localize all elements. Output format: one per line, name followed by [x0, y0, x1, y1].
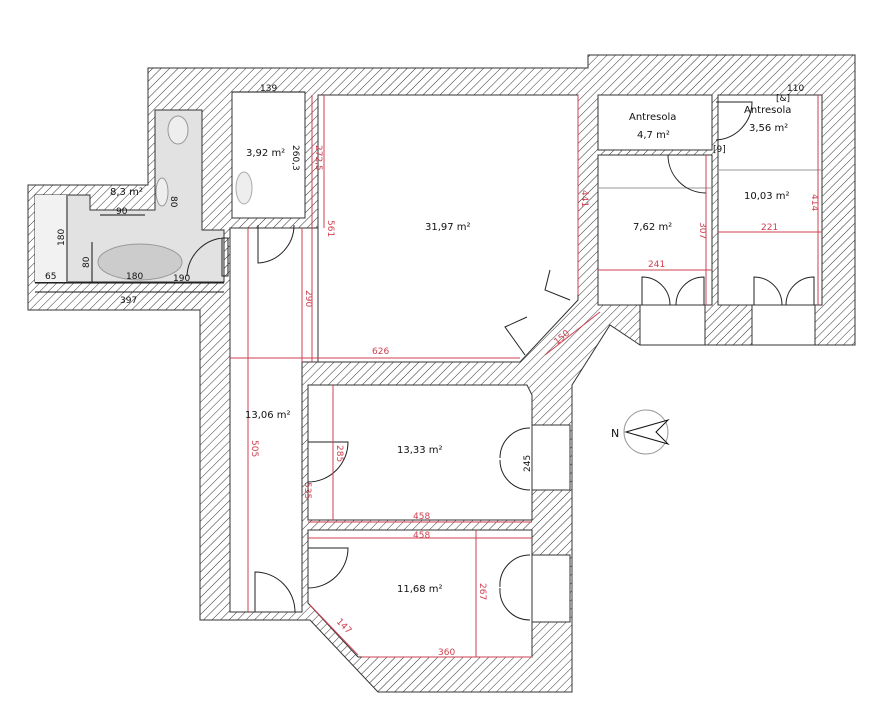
- dim-label: 267: [477, 583, 487, 600]
- dim-label: 80: [82, 256, 92, 268]
- dim-label: 414: [809, 194, 819, 211]
- dim-label: 272,5: [313, 145, 323, 171]
- room-area: 31,97 m²: [425, 222, 471, 233]
- compass-north-label: N: [611, 427, 619, 440]
- window-box: [531, 554, 571, 623]
- bathtub: [97, 243, 183, 281]
- dim-label: 180: [57, 229, 67, 246]
- dim-label: 190: [173, 274, 190, 284]
- dim-label: 290: [303, 290, 313, 307]
- dim-label: 458: [413, 531, 430, 541]
- antresola-2-room-10: [717, 94, 823, 306]
- dim-label: 397: [120, 296, 137, 306]
- antresola-1: [597, 94, 713, 151]
- marker-label: [&]: [776, 94, 790, 104]
- wc-basin: [235, 171, 253, 205]
- dim-label: 285: [334, 445, 344, 462]
- room-area: 11,68 m²: [397, 584, 443, 595]
- window-box: [531, 424, 571, 491]
- dim-label: 535: [302, 482, 312, 499]
- room-area: 8,3 m²: [110, 187, 143, 198]
- doors: [186, 101, 815, 621]
- room-area: 3,92 m²: [246, 148, 285, 159]
- dim-label: 561: [325, 220, 335, 237]
- dim-label: 360: [438, 648, 455, 658]
- bathroom-alcove: [35, 195, 68, 282]
- dim-label: 505: [249, 440, 259, 457]
- room-area: 3,56 m²: [749, 123, 788, 134]
- dim-label: 90: [116, 207, 128, 217]
- window-box: [639, 304, 706, 346]
- dim-label: 139: [260, 84, 277, 94]
- dimension-labels: 139 260,3 272,5 561 441 626 150 290 307 …: [45, 84, 819, 658]
- dim-label: 180: [126, 272, 143, 282]
- dim-label: 245: [523, 455, 533, 472]
- dim-label: 458: [413, 512, 430, 522]
- room-areas: 31,97 m² 8,3 m² 3,92 m² 13,06 m² 13,33 m…: [110, 105, 791, 595]
- compass-arrow-icon: [624, 418, 670, 446]
- room-area: 13,06 m²: [245, 410, 291, 421]
- window-box: [751, 304, 816, 346]
- dimension-lines: [35, 91, 822, 658]
- dim-label: 260,3: [290, 145, 300, 171]
- room-area: 10,03 m²: [744, 191, 790, 202]
- dim-label: 110: [787, 84, 804, 94]
- room-area: 4,7 m²: [637, 130, 670, 141]
- marker-label: [9]: [713, 145, 726, 155]
- sink: [155, 177, 169, 207]
- room-area: 7,62 m²: [633, 222, 672, 233]
- dim-label: 80: [168, 196, 178, 208]
- bathroom: [34, 109, 225, 283]
- dim-label: 307: [697, 222, 707, 239]
- room-area: 13,33 m²: [397, 445, 443, 456]
- toilet: [167, 115, 189, 145]
- dim-label: 241: [648, 260, 665, 270]
- dim-label: 626: [372, 347, 389, 357]
- dim-label: 441: [579, 190, 589, 207]
- dim-label: 221: [761, 223, 778, 233]
- compass: N: [611, 409, 670, 455]
- room-label: Antresola: [629, 112, 676, 123]
- dim-label: 65: [45, 272, 56, 282]
- room-label: Antresola: [744, 105, 791, 116]
